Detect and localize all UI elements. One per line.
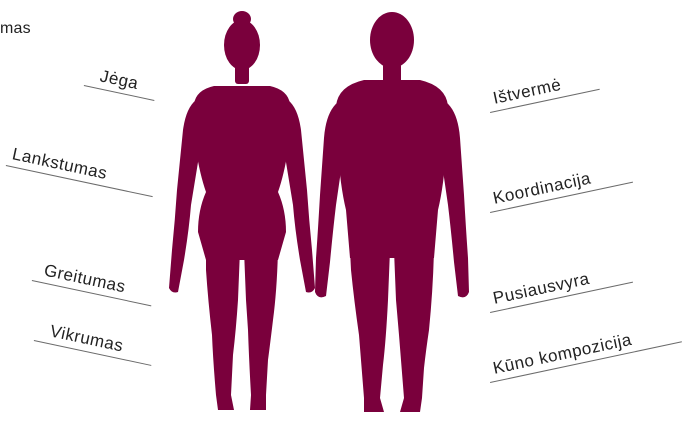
female-silhouette-icon xyxy=(169,11,315,410)
male-silhouette-icon xyxy=(315,12,469,412)
